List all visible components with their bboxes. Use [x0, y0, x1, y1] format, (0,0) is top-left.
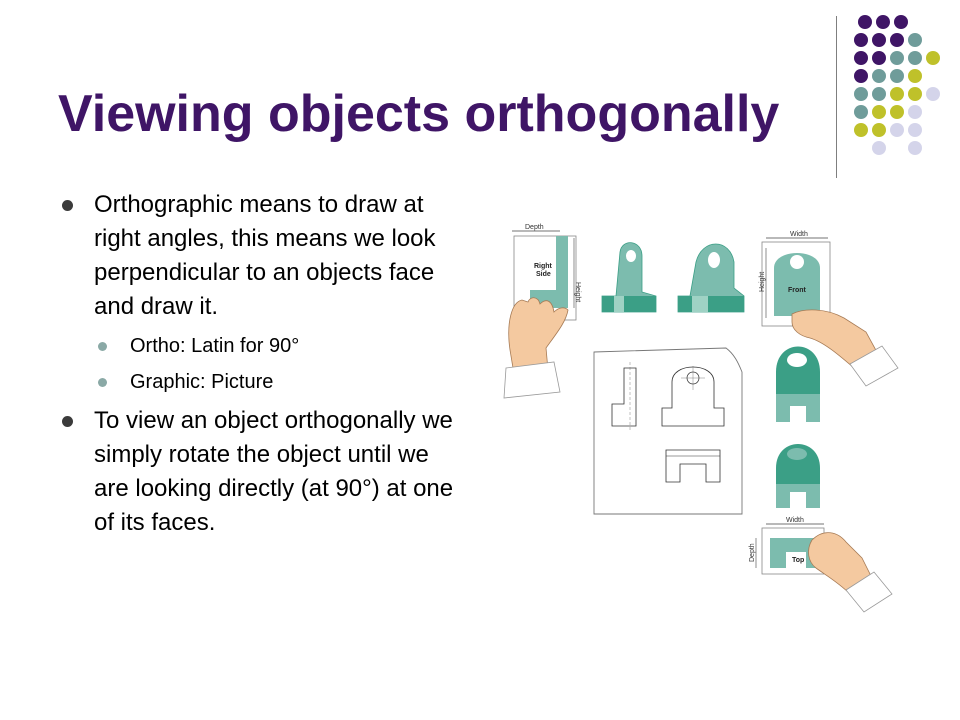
height-label-front: Height — [759, 272, 766, 292]
rotated-view-top — [776, 346, 820, 422]
right-side-label-2: Side — [536, 271, 551, 278]
decor-dot — [890, 33, 904, 47]
rotated-view-bottom — [776, 444, 820, 508]
decor-dot — [890, 69, 904, 83]
decor-dot — [854, 33, 868, 47]
decor-dot — [908, 141, 922, 155]
decor-dot — [926, 87, 940, 101]
decor-dot — [890, 123, 904, 137]
width-label-front: Width — [790, 231, 808, 238]
bullet-orthographic: Orthographic means to draw at right angl… — [60, 188, 460, 324]
projection-drawing: Depth Right Side Height — [503, 224, 899, 613]
orthographic-projection-illustration: Depth Right Side Height — [494, 222, 904, 618]
decor-dot — [894, 15, 908, 29]
top-view-card: Width Top Depth — [749, 517, 893, 613]
decor-dot — [872, 105, 886, 119]
decor-dot — [890, 51, 904, 65]
decor-dot — [872, 141, 886, 155]
decor-dot — [858, 15, 872, 29]
width-label-top: Width — [786, 517, 804, 524]
decor-dot — [908, 105, 922, 119]
decor-dot — [854, 69, 868, 83]
depth-label-right: Depth — [525, 224, 544, 231]
decor-dot — [872, 123, 886, 137]
decor-dot — [854, 51, 868, 65]
sub-bullet-graphic: Graphic: Picture — [60, 368, 460, 396]
decor-dot — [908, 123, 922, 137]
front-label: Front — [788, 287, 807, 294]
decor-dot — [926, 51, 940, 65]
decor-dot — [854, 87, 868, 101]
slide-title: Viewing objects orthogonally — [58, 85, 780, 143]
isometric-view-1 — [601, 242, 657, 313]
decor-dot — [890, 105, 904, 119]
isometric-view-2 — [677, 243, 745, 313]
decor-dot — [876, 15, 890, 29]
decor-dot — [872, 51, 886, 65]
height-label-right: Height — [574, 282, 581, 302]
projection-paper — [593, 347, 743, 515]
depth-label-top: Depth — [749, 543, 756, 562]
front-view-card: Width Front Height — [759, 231, 899, 387]
decorative-dot-grid — [850, 12, 950, 162]
right-side-label-1: Right — [534, 263, 553, 270]
decor-dot — [854, 105, 868, 119]
right-side-view-card: Depth Right Side Height — [503, 224, 581, 399]
decor-dot — [872, 69, 886, 83]
decor-dot — [854, 123, 868, 137]
decor-dot — [872, 87, 886, 101]
decor-dot — [908, 33, 922, 47]
bullet-list: Orthographic means to draw at right angl… — [60, 188, 460, 548]
decor-dot — [908, 51, 922, 65]
decor-dot — [890, 87, 904, 101]
decor-dot — [872, 33, 886, 47]
top-label: Top — [792, 557, 804, 564]
bullet-view-orthogonally: To view an object orthogonally we simply… — [60, 404, 460, 540]
title-divider-line — [836, 16, 837, 178]
decor-dot — [908, 87, 922, 101]
decor-dot — [908, 69, 922, 83]
sub-bullet-ortho: Ortho: Latin for 90° — [60, 332, 460, 360]
